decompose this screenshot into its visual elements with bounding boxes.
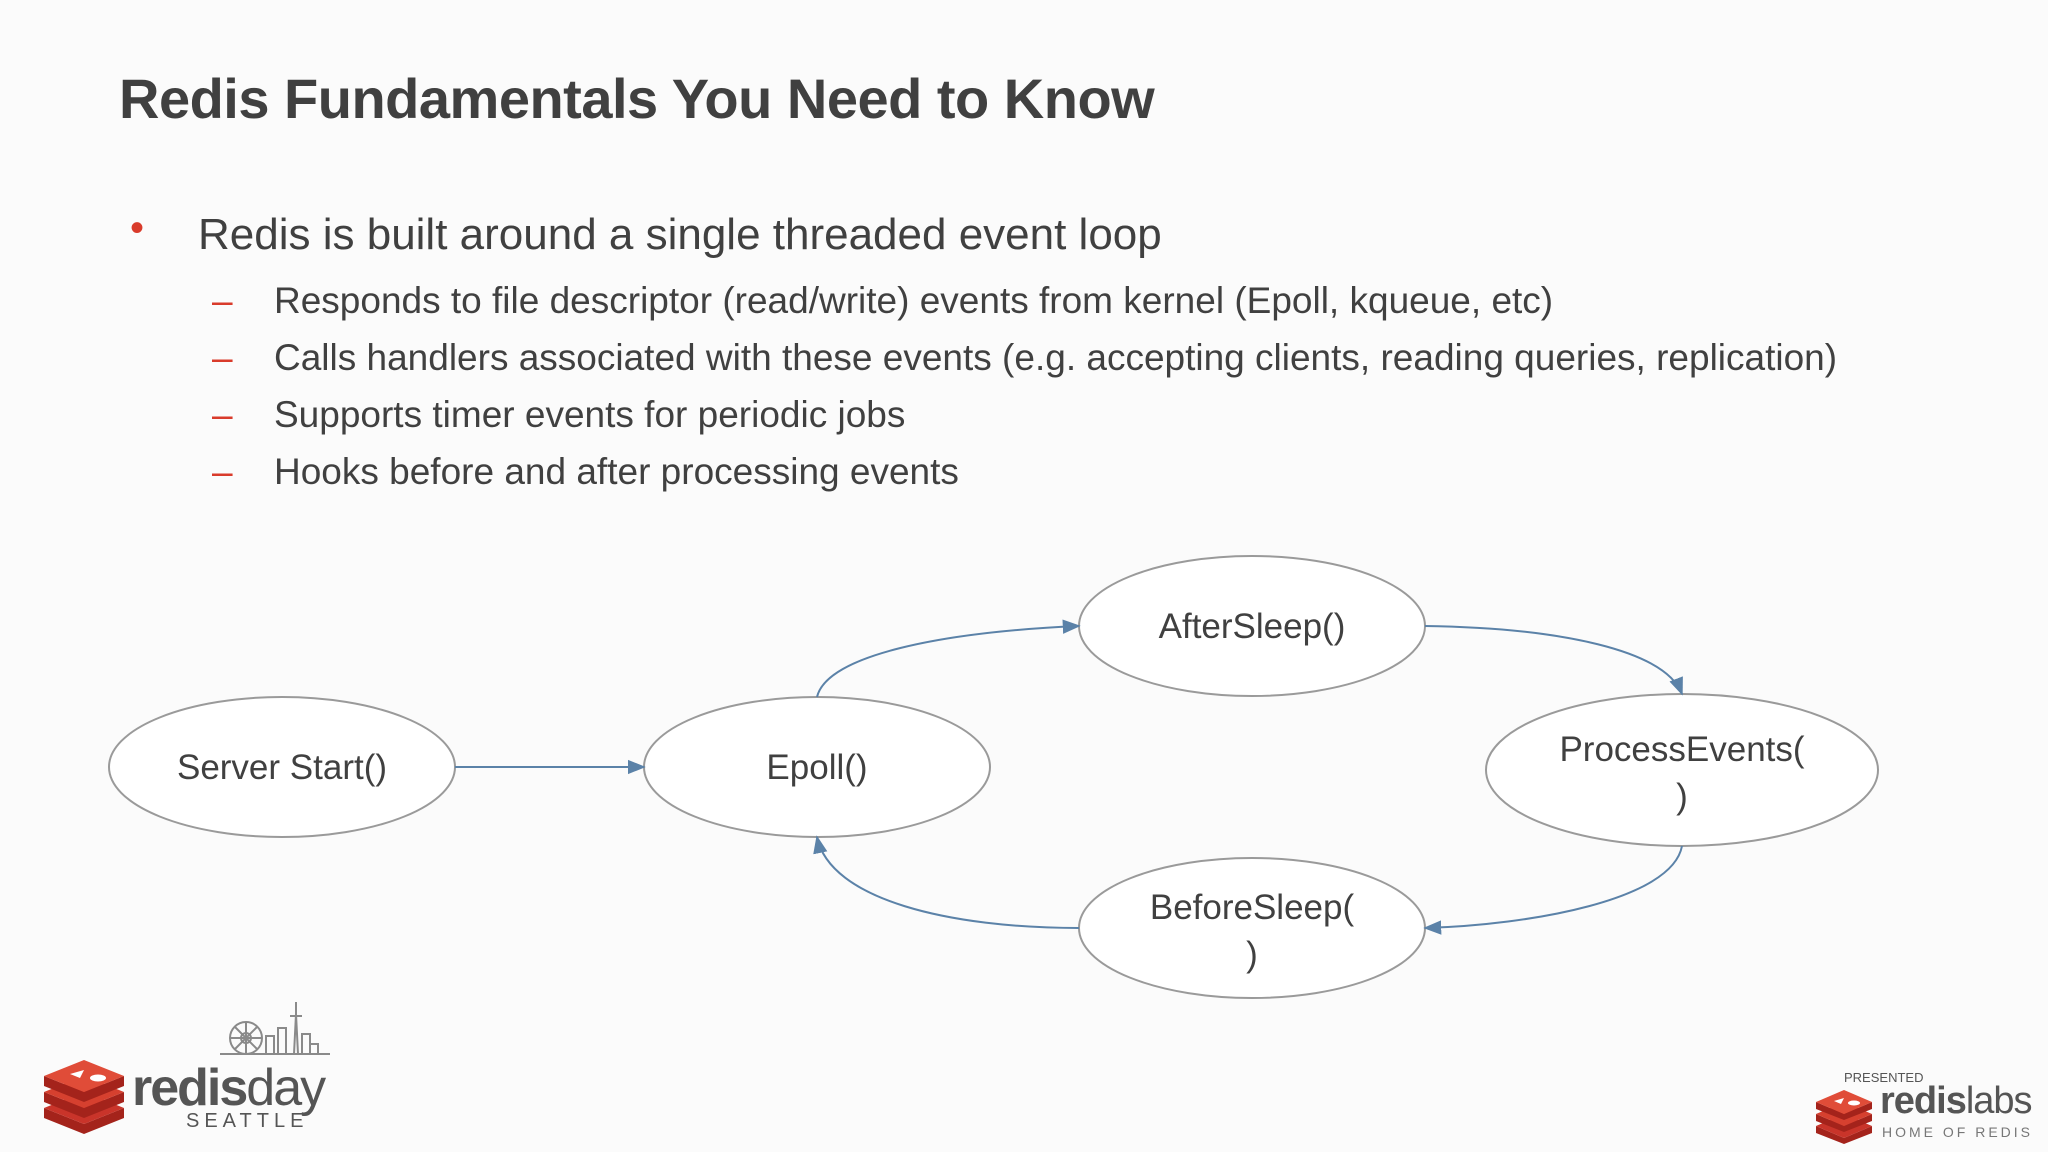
process-events-label-line2: ) bbox=[1676, 777, 1688, 816]
redisday-seattle-logo: redisday SEATTLE bbox=[40, 1000, 340, 1140]
seattle-skyline-icon bbox=[220, 1002, 330, 1055]
redislabs-cube-icon bbox=[1816, 1090, 1872, 1144]
after-sleep-label: AfterSleep() bbox=[1158, 607, 1346, 646]
before-sleep-label-line2: ) bbox=[1246, 935, 1258, 974]
redislabs-wordmark: redislabs bbox=[1880, 1080, 2033, 1122]
redisday-wordmark: redisday bbox=[132, 1059, 326, 1117]
redislabs-logo: PRESENTED redislabs HOME OF REDIS bbox=[1810, 1064, 2040, 1144]
before-sleep-label-line1: BeforeSleep( bbox=[1149, 888, 1355, 927]
sub-bullet-text: Responds to file descriptor (read/write)… bbox=[274, 280, 1554, 321]
sub-bullet-text: Supports timer events for periodic jobs bbox=[274, 394, 906, 435]
main-bullet-text: Redis is built around a single threaded … bbox=[198, 210, 1162, 259]
sub-bullet-marker: – bbox=[212, 337, 233, 378]
arrow-aftersleep-to-processevents bbox=[1424, 625, 1683, 696]
server-start-label: Server Start() bbox=[176, 748, 388, 787]
presented-by-label: PRESENTED bbox=[1844, 1070, 1924, 1085]
redislabs-tagline: HOME OF REDIS bbox=[1882, 1124, 2034, 1140]
slide-title: Redis Fundamentals You Need to Know bbox=[119, 67, 1155, 130]
sub-bullet-marker: – bbox=[212, 451, 233, 492]
redis-cube-icon bbox=[44, 1002, 330, 1134]
arrow-epoll-to-aftersleep bbox=[816, 619, 1081, 698]
arrow-processevents-to-beforesleep bbox=[1423, 845, 1683, 935]
sub-bullet-marker: – bbox=[212, 280, 233, 321]
epoll-label: Epoll() bbox=[766, 748, 868, 787]
sub-bullet-text: Hooks before and after processing events bbox=[274, 451, 959, 492]
redis-stack-icon bbox=[44, 1060, 124, 1134]
process-events-label-line1: ProcessEvents( bbox=[1559, 730, 1805, 769]
sub-bullet-text: Calls handlers associated with these eve… bbox=[274, 337, 1838, 378]
redisday-city: SEATTLE bbox=[186, 1110, 309, 1132]
sub-bullet-marker: – bbox=[212, 394, 233, 435]
bullet-marker: • bbox=[130, 206, 145, 250]
arrow-beforesleep-to-epoll bbox=[813, 835, 1080, 929]
